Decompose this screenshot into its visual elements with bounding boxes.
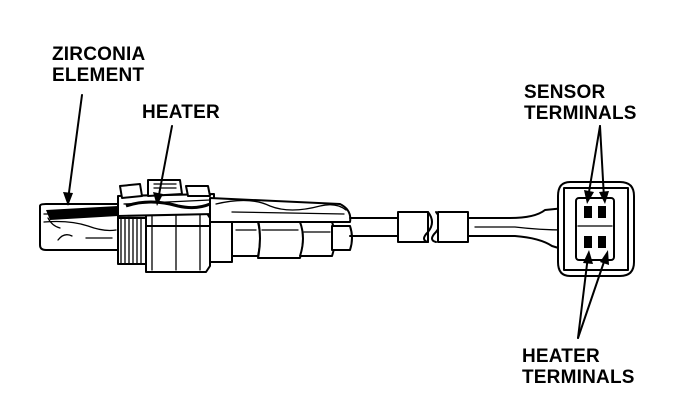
sensor-housing: [117, 179, 215, 217]
leader-zirconia: [63, 94, 83, 206]
label-zirconia-line1: ZIRCONIA: [52, 44, 146, 65]
leader-sensor-terminals: [584, 125, 609, 204]
zirconia-element: [46, 206, 118, 229]
label-sensor-terminals-line2: TERMINALS: [524, 103, 637, 124]
label-heater-terminals-line1: HEATER: [522, 346, 600, 367]
hex-body: [145, 211, 211, 273]
cable: [349, 207, 566, 251]
heater-terminal-pins: [584, 236, 606, 248]
label-zirconia-element: ZIRCONIA ELEMENT: [52, 44, 145, 86]
label-heater-terminals: HEATER TERMINALS: [522, 346, 635, 388]
label-sensor-terminals-line1: SENSOR: [524, 82, 606, 103]
label-sensor-terminals: SENSOR TERMINALS: [524, 82, 637, 124]
label-heater-terminals-line2: TERMINALS: [522, 367, 635, 388]
wire-boot: [209, 197, 352, 223]
label-heater: HEATER: [142, 102, 220, 123]
connector-plug: [557, 181, 635, 277]
leader-heater-terminals: [577, 250, 609, 339]
leader-heater: [153, 125, 173, 206]
sensor-terminal-pins: [584, 206, 606, 218]
thread-section: [117, 217, 147, 265]
label-zirconia-line2: ELEMENT: [52, 65, 145, 86]
